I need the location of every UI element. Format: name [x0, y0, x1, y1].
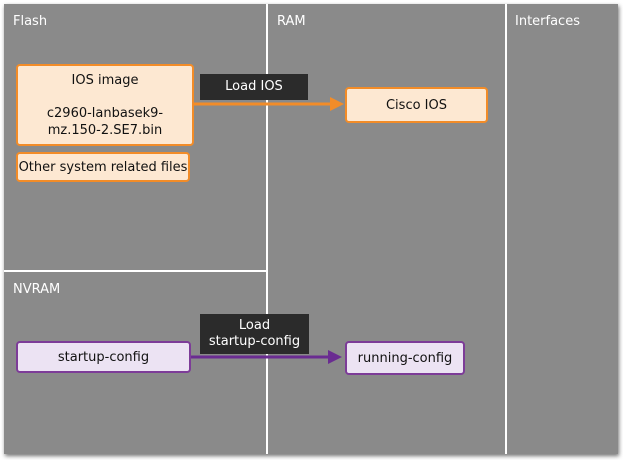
- divider-flash-nvram: [4, 270, 266, 272]
- load-ios-arrowhead: [330, 97, 344, 111]
- region-label-flash: Flash: [13, 14, 48, 29]
- ios-image-filename-line2: mz.150-2.SE7.bin: [47, 122, 163, 138]
- region-label-nvram: NVRAM: [13, 282, 61, 297]
- ios-image-filename-line1: c2960-lanbasek9-: [46, 105, 164, 121]
- load-startup-config-arrowhead: [328, 350, 342, 364]
- ios-image-box: IOS image c2960-lanbasek9- mz.150-2.SE7.…: [16, 64, 194, 146]
- cisco-ios-box: Cisco IOS: [345, 87, 488, 123]
- running-config-box: running-config: [345, 341, 465, 375]
- region-label-ram: RAM: [277, 14, 306, 29]
- ios-image-title: IOS image: [71, 72, 139, 88]
- divider-ram-interfaces: [505, 4, 507, 454]
- startup-config-box: startup-config: [16, 341, 191, 373]
- other-system-files-box: Other system related files: [16, 152, 190, 182]
- load-ios-label: Load IOS: [200, 74, 308, 100]
- divider-flash-ram: [266, 4, 268, 454]
- region-label-interfaces: Interfaces: [515, 14, 580, 29]
- load-startup-config-label-line2: startup-config: [208, 334, 301, 349]
- load-startup-config-label-line1: Load: [238, 318, 271, 333]
- load-startup-config-label: Load startup-config: [200, 314, 309, 354]
